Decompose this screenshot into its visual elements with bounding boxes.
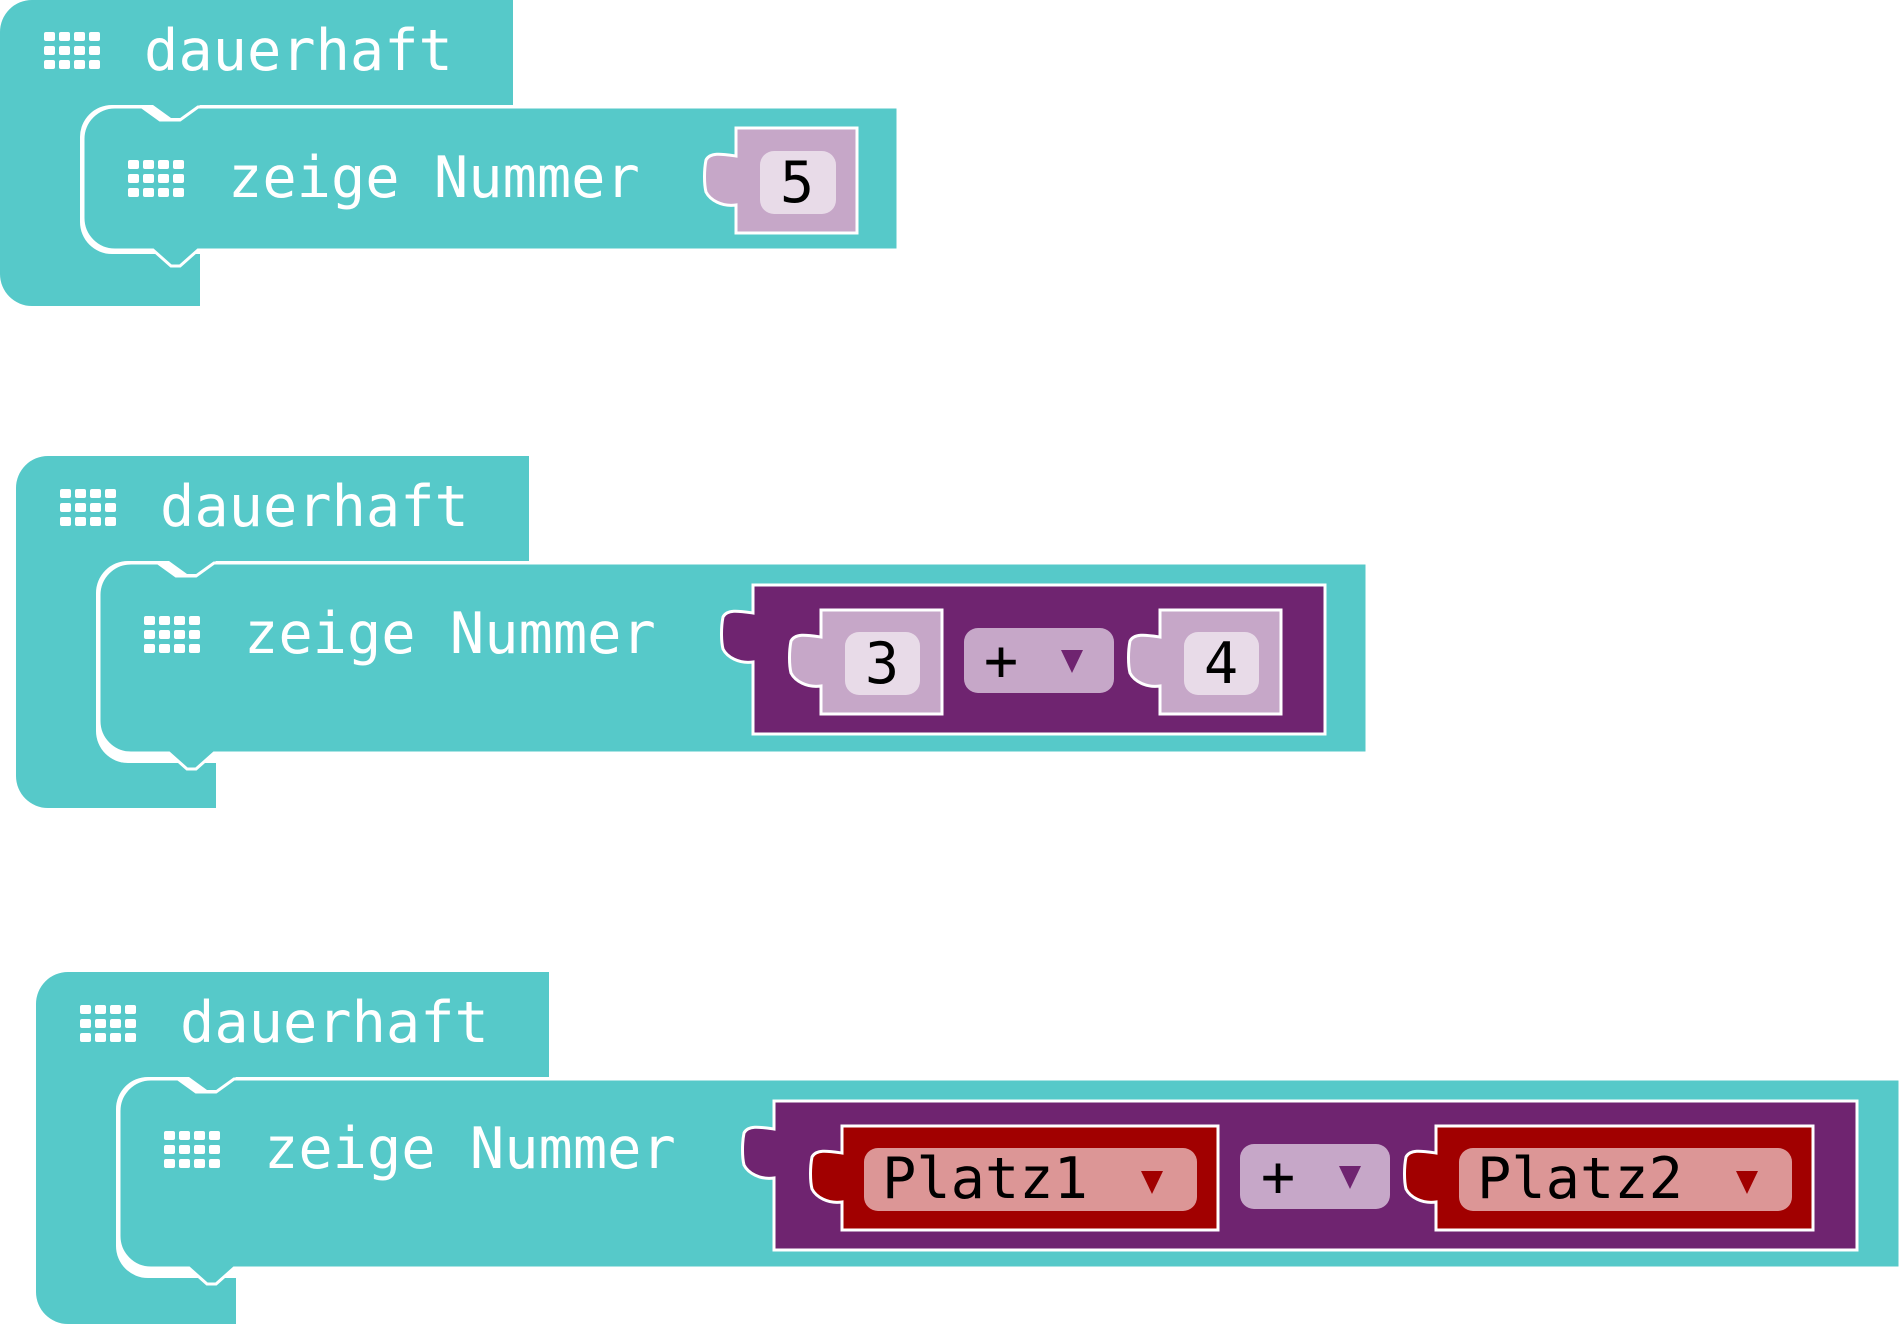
operator-value: + — [1261, 1144, 1295, 1210]
chevron-down-icon — [1736, 1171, 1758, 1194]
left-variable-block[interactable]: Platz1 — [809, 1124, 1220, 1232]
show-number-label: zeige Nummer — [228, 145, 640, 211]
right-variable-name: Platz2 — [1477, 1146, 1683, 1212]
arithmetic-block[interactable]: 3 + 4 — [720, 583, 1327, 736]
led-grid-icon — [164, 1131, 220, 1168]
operator-value: + — [984, 628, 1018, 694]
variable-dropdown[interactable]: Platz1 — [864, 1146, 1197, 1212]
right-number-block[interactable]: 4 — [1127, 608, 1283, 716]
left-number-block[interactable]: 3 — [788, 608, 944, 716]
led-grid-icon — [144, 616, 200, 653]
right-variable-block[interactable]: Platz2 — [1403, 1124, 1815, 1232]
led-grid-icon — [44, 32, 100, 69]
number-value-block[interactable]: 5 — [703, 126, 859, 235]
number-value: 5 — [780, 150, 814, 216]
forever-label: dauerhaft — [144, 18, 453, 84]
forever-block-3[interactable]: dauerhaft — [36, 972, 549, 1324]
show-number-block-3[interactable]: zeige Nummer Platz1 + — [117, 1077, 1900, 1286]
chevron-down-icon — [1141, 1171, 1163, 1194]
number-field[interactable] — [1184, 632, 1259, 695]
right-operand-value: 4 — [1204, 631, 1238, 697]
show-number-block-2[interactable]: zeige Nummer 3 + 4 — [97, 561, 1369, 771]
forever-label: dauerhaft — [160, 474, 469, 540]
forever-block-2[interactable]: dauerhaft — [16, 456, 529, 808]
forever-block-1[interactable]: dauerhaft — [0, 0, 513, 306]
chevron-down-icon — [1339, 1166, 1361, 1189]
variable-dropdown[interactable]: Platz2 — [1459, 1146, 1792, 1212]
operator-dropdown[interactable]: + — [1240, 1144, 1390, 1210]
operator-dropdown[interactable]: + — [964, 628, 1114, 694]
left-variable-name: Platz1 — [882, 1146, 1088, 1212]
show-number-label: zeige Nummer — [244, 601, 656, 667]
show-number-block-1[interactable]: zeige Nummer 5 — [81, 105, 900, 268]
arithmetic-block[interactable]: Platz1 + Platz2 — [741, 1099, 1859, 1252]
number-field[interactable] — [845, 632, 920, 695]
left-operand-value: 3 — [865, 631, 899, 697]
led-grid-icon — [60, 489, 116, 526]
number-field[interactable] — [760, 151, 836, 214]
show-number-label: zeige Nummer — [264, 1116, 676, 1182]
forever-label: dauerhaft — [180, 990, 489, 1056]
chevron-down-icon — [1061, 650, 1083, 673]
led-grid-icon — [128, 160, 184, 197]
led-grid-icon — [80, 1005, 136, 1042]
